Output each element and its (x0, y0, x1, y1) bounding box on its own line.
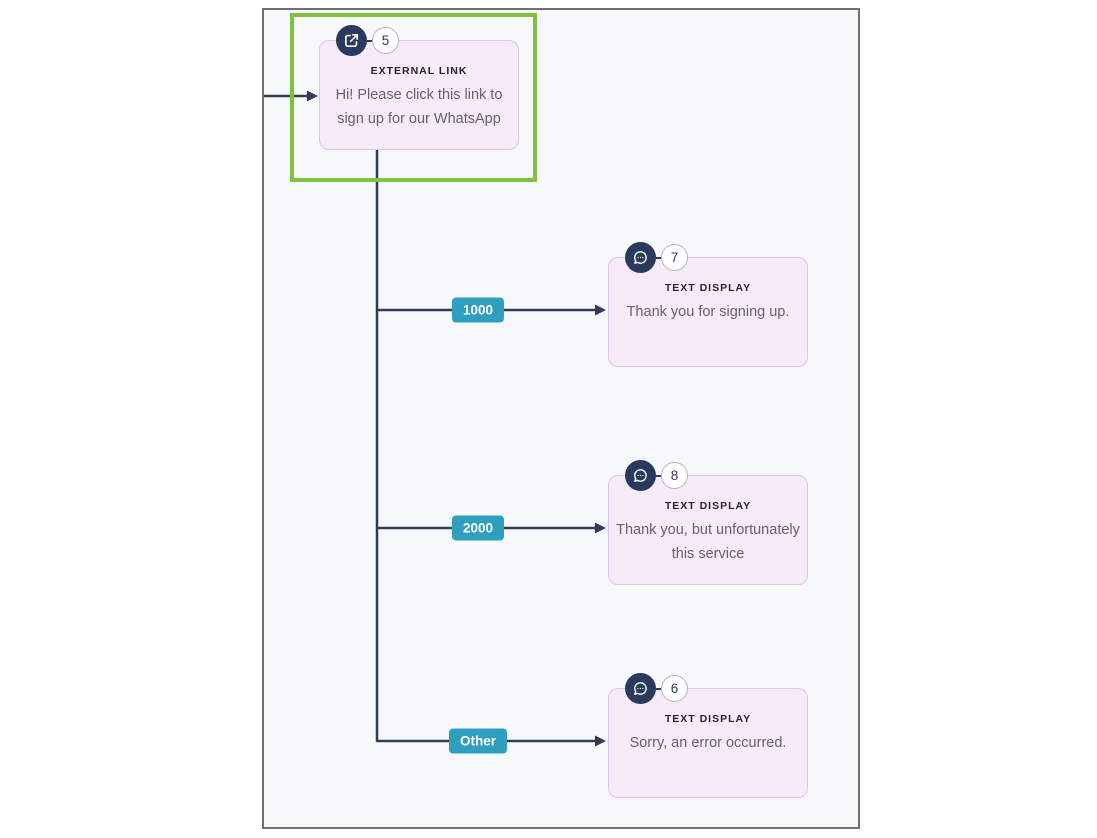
node-body-text: Sorry, an error occurred. (629, 735, 787, 751)
badge-connector (367, 39, 372, 42)
node-body-text: Thank you, but unfortunately this servic… (616, 522, 800, 562)
node-header: 7 (625, 242, 688, 273)
badge-connector (656, 687, 661, 690)
flow-node-text-display-6[interactable]: 6 TEXT DISPLAY Sorry, an error occurred. (608, 673, 808, 798)
node-body-text: Thank you for signing up. (626, 304, 790, 320)
highlight-annotation-box (290, 13, 537, 182)
chat-bubble-icon (625, 673, 656, 704)
node-header: 6 (625, 673, 688, 704)
node-type-label: TEXT DISPLAY (664, 713, 752, 725)
badge-connector (656, 474, 661, 477)
chat-bubble-icon (625, 242, 656, 273)
node-header: 8 (625, 460, 688, 491)
node-body-text: Hi! Please click this link to sign up fo… (335, 87, 503, 127)
node-type-label: TEXT DISPLAY (664, 500, 752, 512)
flow-canvas[interactable]: 5 EXTERNAL LINK Hi! Please click this li… (262, 8, 860, 829)
flow-node-text-display-7[interactable]: 7 TEXT DISPLAY Thank you for signing up. (608, 242, 808, 367)
node-number-badge: 8 (661, 462, 688, 489)
flow-node-text-display-8[interactable]: 8 TEXT DISPLAY Thank you, but unfortunat… (608, 460, 808, 585)
node-number-badge: 6 (661, 675, 688, 702)
node-number-badge: 5 (372, 27, 399, 54)
branch-label-1000[interactable]: 1000 (451, 297, 505, 323)
external-link-icon (336, 25, 367, 56)
node-header: 5 (336, 25, 399, 56)
badge-connector (656, 256, 661, 259)
branch-label-other[interactable]: Other (448, 728, 508, 754)
node-type-label: TEXT DISPLAY (664, 282, 752, 294)
flow-node-external-link[interactable]: 5 EXTERNAL LINK Hi! Please click this li… (319, 25, 519, 150)
branch-label-2000[interactable]: 2000 (451, 515, 505, 541)
chat-bubble-icon (625, 460, 656, 491)
node-type-label: EXTERNAL LINK (370, 65, 468, 77)
node-number-badge: 7 (661, 244, 688, 271)
